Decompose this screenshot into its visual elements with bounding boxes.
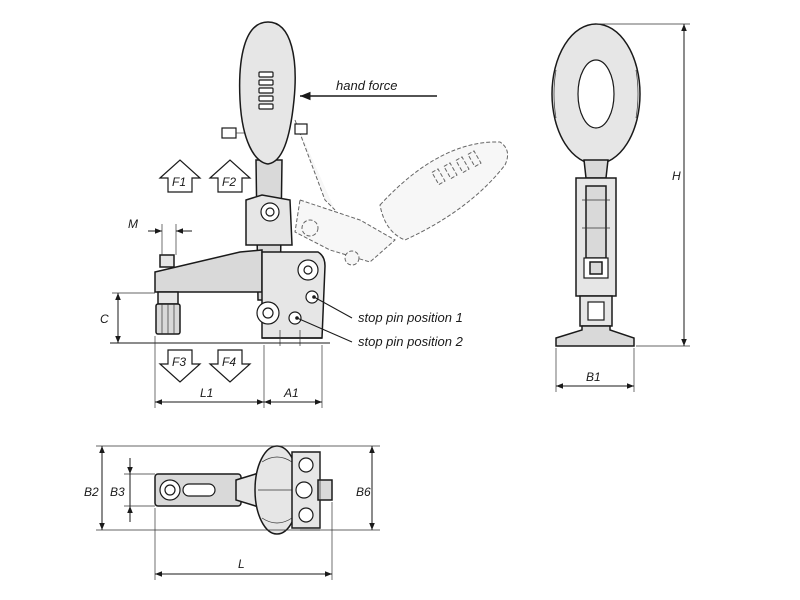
force-f1-arrow: F1 bbox=[158, 159, 202, 193]
dim-l1-label: L1 bbox=[200, 386, 213, 400]
hand-force-label: hand force bbox=[336, 78, 397, 93]
spindle bbox=[159, 254, 175, 268]
stop-pin-position-2-label: stop pin position 2 bbox=[358, 334, 464, 349]
force-f2-arrow: F2 bbox=[208, 159, 252, 193]
dim-l-label: L bbox=[238, 557, 245, 571]
force-f2-label: F2 bbox=[222, 175, 236, 189]
force-f3-label: F3 bbox=[172, 355, 186, 369]
force-f1-label: F1 bbox=[172, 175, 186, 189]
force-f4-label: F4 bbox=[222, 355, 236, 369]
dim-b2-label: B2 bbox=[84, 485, 99, 499]
front-foot bbox=[555, 325, 635, 347]
force-f3-arrow: F3 bbox=[158, 349, 202, 383]
front-view: H B1 bbox=[551, 23, 690, 392]
force-f4-arrow: F4 bbox=[208, 349, 252, 383]
open-handle-ghost bbox=[294, 119, 509, 266]
dim-b6-label: B6 bbox=[356, 485, 371, 499]
dim-b3-label: B3 bbox=[110, 485, 125, 499]
dim-c-label: C bbox=[100, 312, 109, 326]
top-view: B2 B3 B6 L bbox=[84, 445, 380, 580]
dim-b1-label: B1 bbox=[586, 370, 601, 384]
dim-h-label: H bbox=[672, 169, 681, 183]
stop-pin-position-1-label: stop pin position 1 bbox=[358, 310, 463, 325]
side-view: hand force stop pin position 1 stop pin … bbox=[100, 21, 509, 408]
dim-m-label: M bbox=[128, 217, 138, 231]
dim-a1-label: A1 bbox=[283, 386, 299, 400]
